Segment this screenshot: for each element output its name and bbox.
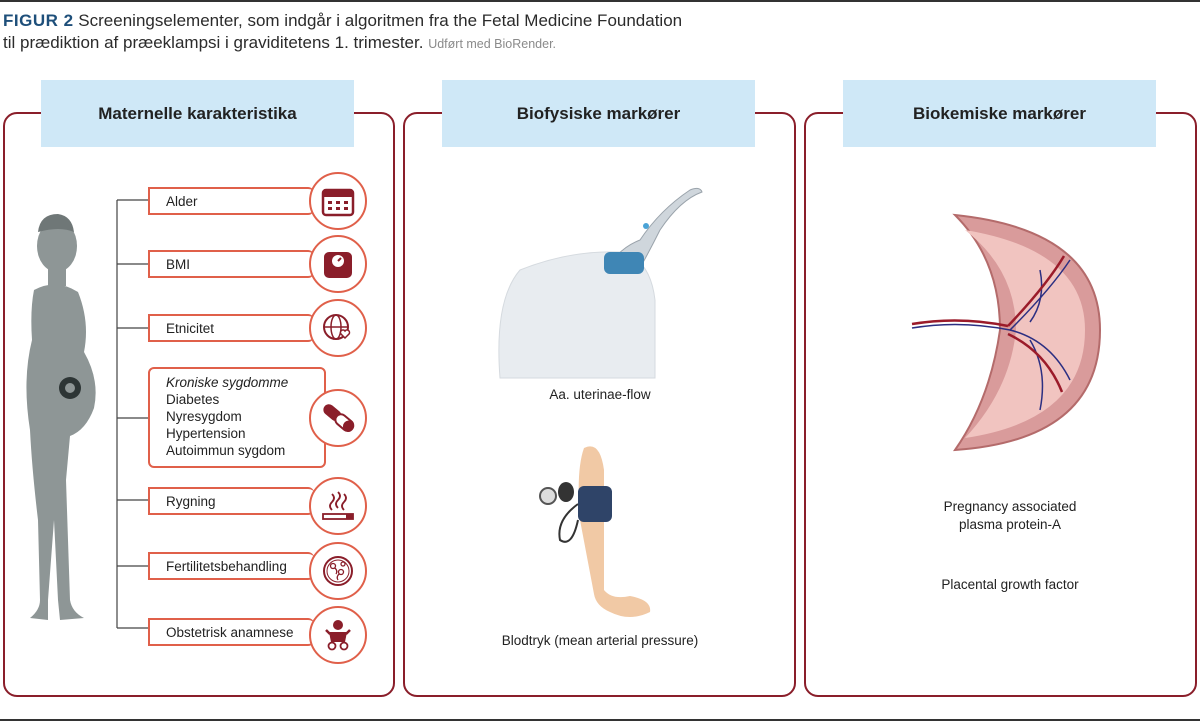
- item-smoking: Rygning: [148, 487, 314, 515]
- uterine-flow-label: Aa. uterinae-flow: [549, 387, 651, 402]
- blood-pressure-illustration: [539, 446, 651, 617]
- pregnant-woman-illustration: [26, 214, 96, 620]
- panel-biophysical-title: Biofysiske markører: [442, 80, 755, 147]
- item-bmi-label: BMI: [166, 256, 191, 272]
- chronic-hypertension: Hypertension: [166, 426, 246, 441]
- plgf-label: Placental growth factor: [941, 577, 1079, 592]
- item-obstetric-label: Obstetrisk anamnese: [166, 624, 294, 640]
- item-ethnicity-label: Etnicitet: [166, 320, 215, 336]
- item-age: Alder: [148, 187, 314, 215]
- pills-icon: [309, 389, 367, 447]
- placenta-illustration: [911, 213, 1102, 452]
- chronic-autoimmune: Autoimmun sygdom: [166, 443, 286, 458]
- ultrasound-probe-illustration: [498, 187, 703, 379]
- connector-tree: [116, 199, 148, 629]
- chronic-diabetes: Diabetes: [166, 392, 220, 407]
- item-ethnicity: Etnicitet: [148, 314, 314, 342]
- cigarette-icon: [309, 477, 367, 535]
- petri-dish-icon: [309, 542, 367, 600]
- globe-heart-icon: [309, 299, 367, 357]
- caption-credit: Udført med BioRender.: [428, 37, 557, 51]
- papp-a-line2: plasma protein-A: [958, 517, 1062, 532]
- papp-a-label: Pregnancy associated plasma protein-A: [880, 498, 1140, 534]
- item-fertility-label: Fertilitetsbehandling: [166, 558, 287, 574]
- calendar-icon: [309, 172, 367, 230]
- bottom-rule: [0, 719, 1200, 721]
- figure-label: FIGUR 2: [3, 11, 74, 30]
- chronic-title: Kroniske sygdomme: [166, 375, 289, 390]
- caption-line2: til prædiktion af præeklampsi i gravidit…: [3, 33, 424, 52]
- item-chronic-diseases: Kroniske sygdomme Diabetes Nyresygdom Hy…: [148, 367, 326, 468]
- item-bmi: BMI: [148, 250, 314, 278]
- panel-maternal-title: Maternelle karakteristika: [41, 80, 354, 147]
- caption-line1: Screeningselementer, som indgår i algori…: [78, 11, 683, 30]
- panel-biochemical-title: Biokemiske markører: [843, 80, 1156, 147]
- papp-a-line1: Pregnancy associated: [943, 499, 1077, 514]
- item-smoking-label: Rygning: [166, 493, 216, 509]
- item-age-label: Alder: [166, 193, 198, 209]
- item-fertility: Fertilitetsbehandling: [148, 552, 314, 580]
- top-rule: [0, 0, 1200, 2]
- baby-icon: [309, 606, 367, 664]
- blood-pressure-label: Blodtryk (mean arterial pressure): [501, 633, 699, 648]
- figure-caption: FIGUR 2 Screeningselementer, som indgår …: [3, 10, 1193, 55]
- scale-icon: [309, 235, 367, 293]
- chronic-kidney: Nyresygdom: [166, 409, 242, 424]
- item-obstetric: Obstetrisk anamnese: [148, 618, 314, 646]
